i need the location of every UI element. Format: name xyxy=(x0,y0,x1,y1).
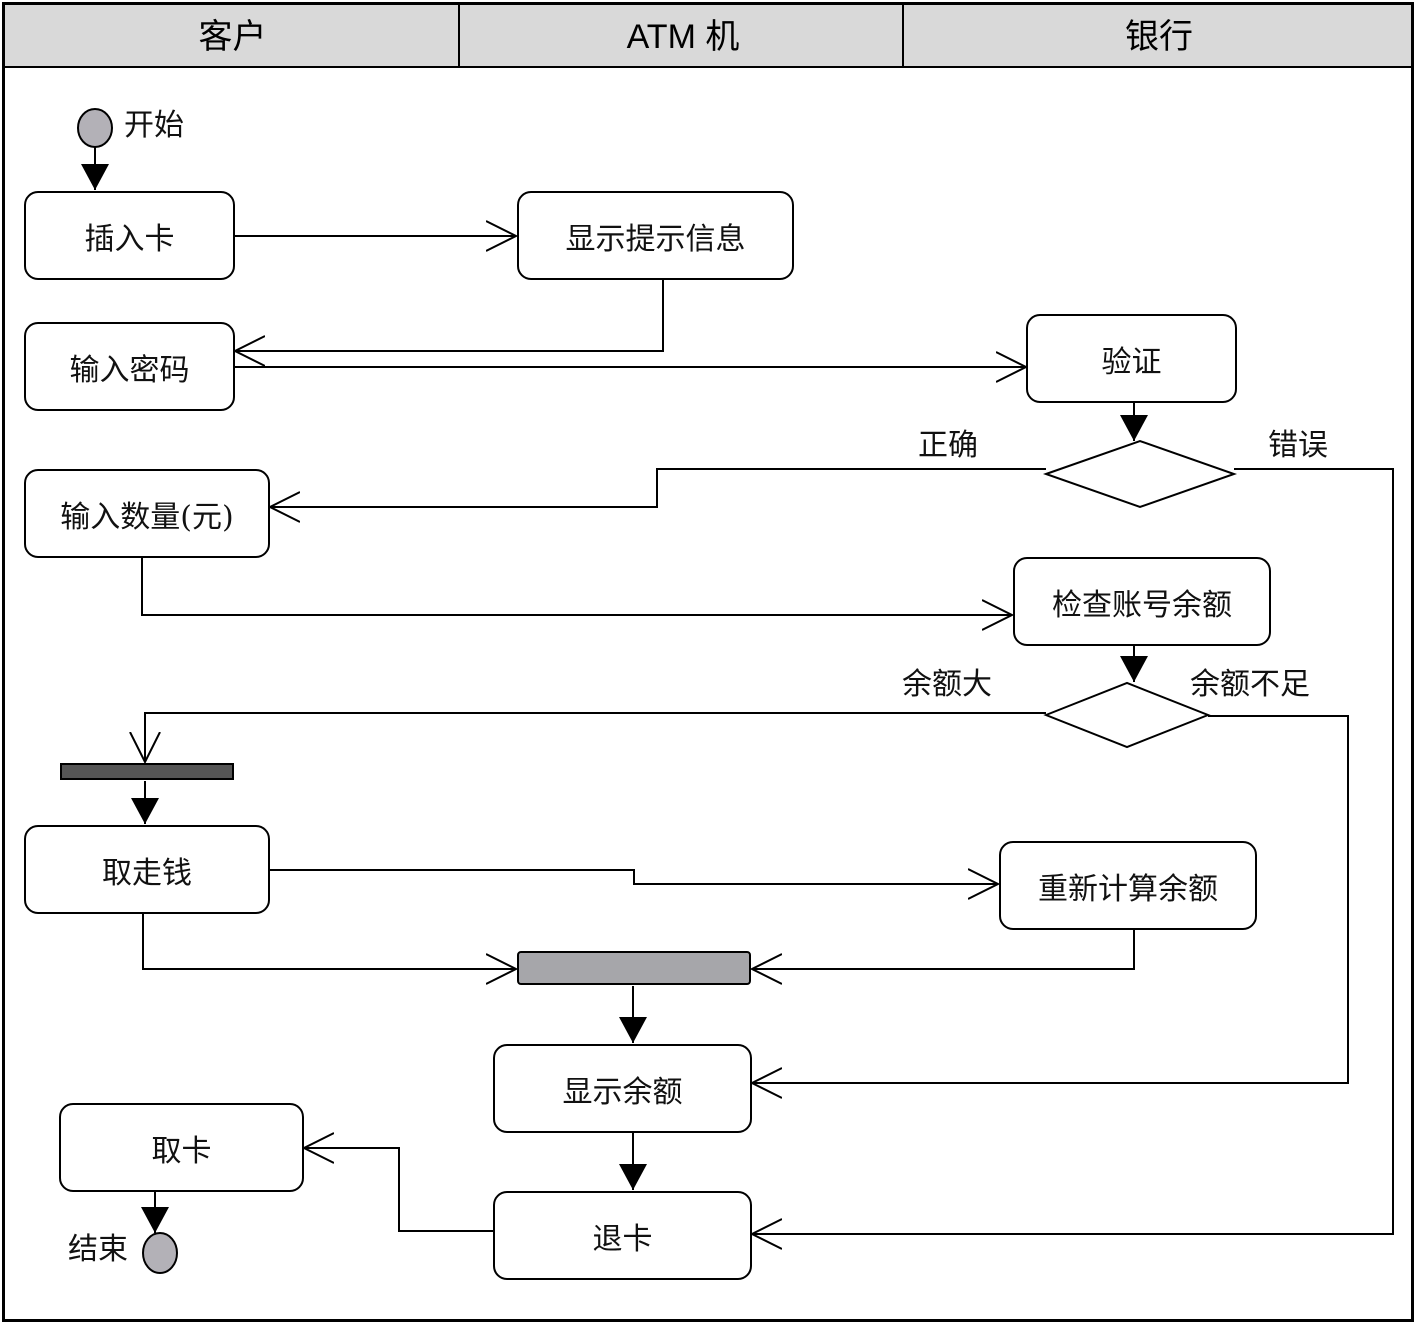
edge-amount-check xyxy=(141,557,1012,615)
activity-enter-amount: 输入数量(元) xyxy=(24,469,270,558)
end-label: 结束 xyxy=(68,1232,128,1267)
activity-show-prompt: 显示提示信息 xyxy=(517,191,794,280)
swimlane-bank: 银行 xyxy=(1125,17,1193,57)
fork-bar xyxy=(60,763,234,780)
swimlane-customer: 客户 xyxy=(198,17,267,57)
decision-verify xyxy=(1042,439,1238,509)
swimlane-divider xyxy=(458,5,460,66)
activity-show-balance: 显示余额 xyxy=(493,1044,752,1133)
edge-correct-amount xyxy=(270,468,1046,507)
join-bar xyxy=(517,951,751,985)
guard-enough: 余额大 xyxy=(902,667,992,702)
guard-insufficient: 余额不足 xyxy=(1190,667,1310,702)
start-label: 开始 xyxy=(124,108,184,143)
activity-verify: 验证 xyxy=(1026,314,1237,403)
activity-insert-card: 插入卡 xyxy=(24,191,235,280)
swimlane-header: 客户 ATM 机 银行 xyxy=(2,2,1414,68)
swimlane-divider xyxy=(902,5,904,66)
edge-prompt-pin xyxy=(235,279,664,351)
activity-check-balance: 检查账号余额 xyxy=(1013,557,1271,646)
edge-eject-takecard xyxy=(304,1148,493,1232)
guard-correct: 正确 xyxy=(918,428,978,463)
initial-node xyxy=(77,108,113,148)
activity-enter-pin: 输入密码 xyxy=(24,322,235,411)
decision-balance xyxy=(1043,681,1211,749)
edge-cash-recalc xyxy=(268,870,998,884)
activity-take-cash: 取走钱 xyxy=(24,825,270,914)
activity-recalc-balance: 重新计算余额 xyxy=(999,841,1257,930)
edge-enough-fork xyxy=(145,712,1046,762)
activity-take-card: 取卡 xyxy=(59,1103,304,1192)
edge-cash-join xyxy=(142,913,516,969)
guard-wrong: 错误 xyxy=(1268,428,1328,463)
activity-eject-card: 退卡 xyxy=(493,1191,752,1280)
edge-wrong-eject xyxy=(752,468,1394,1234)
edge-insufficient-show xyxy=(752,715,1349,1083)
final-node xyxy=(142,1232,178,1274)
swimlane-atm: ATM 机 xyxy=(626,18,740,56)
edge-recalc-join xyxy=(752,929,1135,969)
